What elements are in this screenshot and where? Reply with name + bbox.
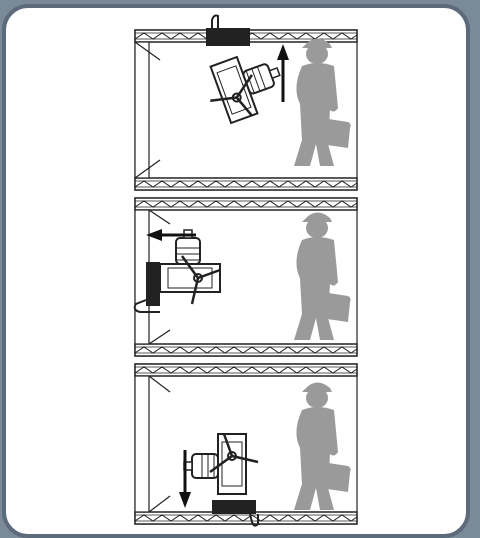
magnet-base — [212, 500, 256, 514]
truss-beam-bottom — [134, 177, 358, 191]
vertical-member — [134, 41, 150, 179]
arrow-up-icon — [277, 44, 289, 102]
arrow-down-icon — [179, 450, 191, 508]
panel-2 — [133, 197, 358, 357]
vertical-member — [134, 375, 150, 513]
panel-1 — [134, 14, 358, 191]
truss-beam-top — [134, 363, 358, 377]
magnet-base — [206, 28, 250, 46]
magnet-base — [146, 262, 160, 306]
truss-beam-top — [134, 197, 358, 211]
truss-beam-bottom — [134, 343, 358, 357]
panel-3 — [134, 363, 358, 527]
arrow-left-icon — [146, 229, 196, 241]
